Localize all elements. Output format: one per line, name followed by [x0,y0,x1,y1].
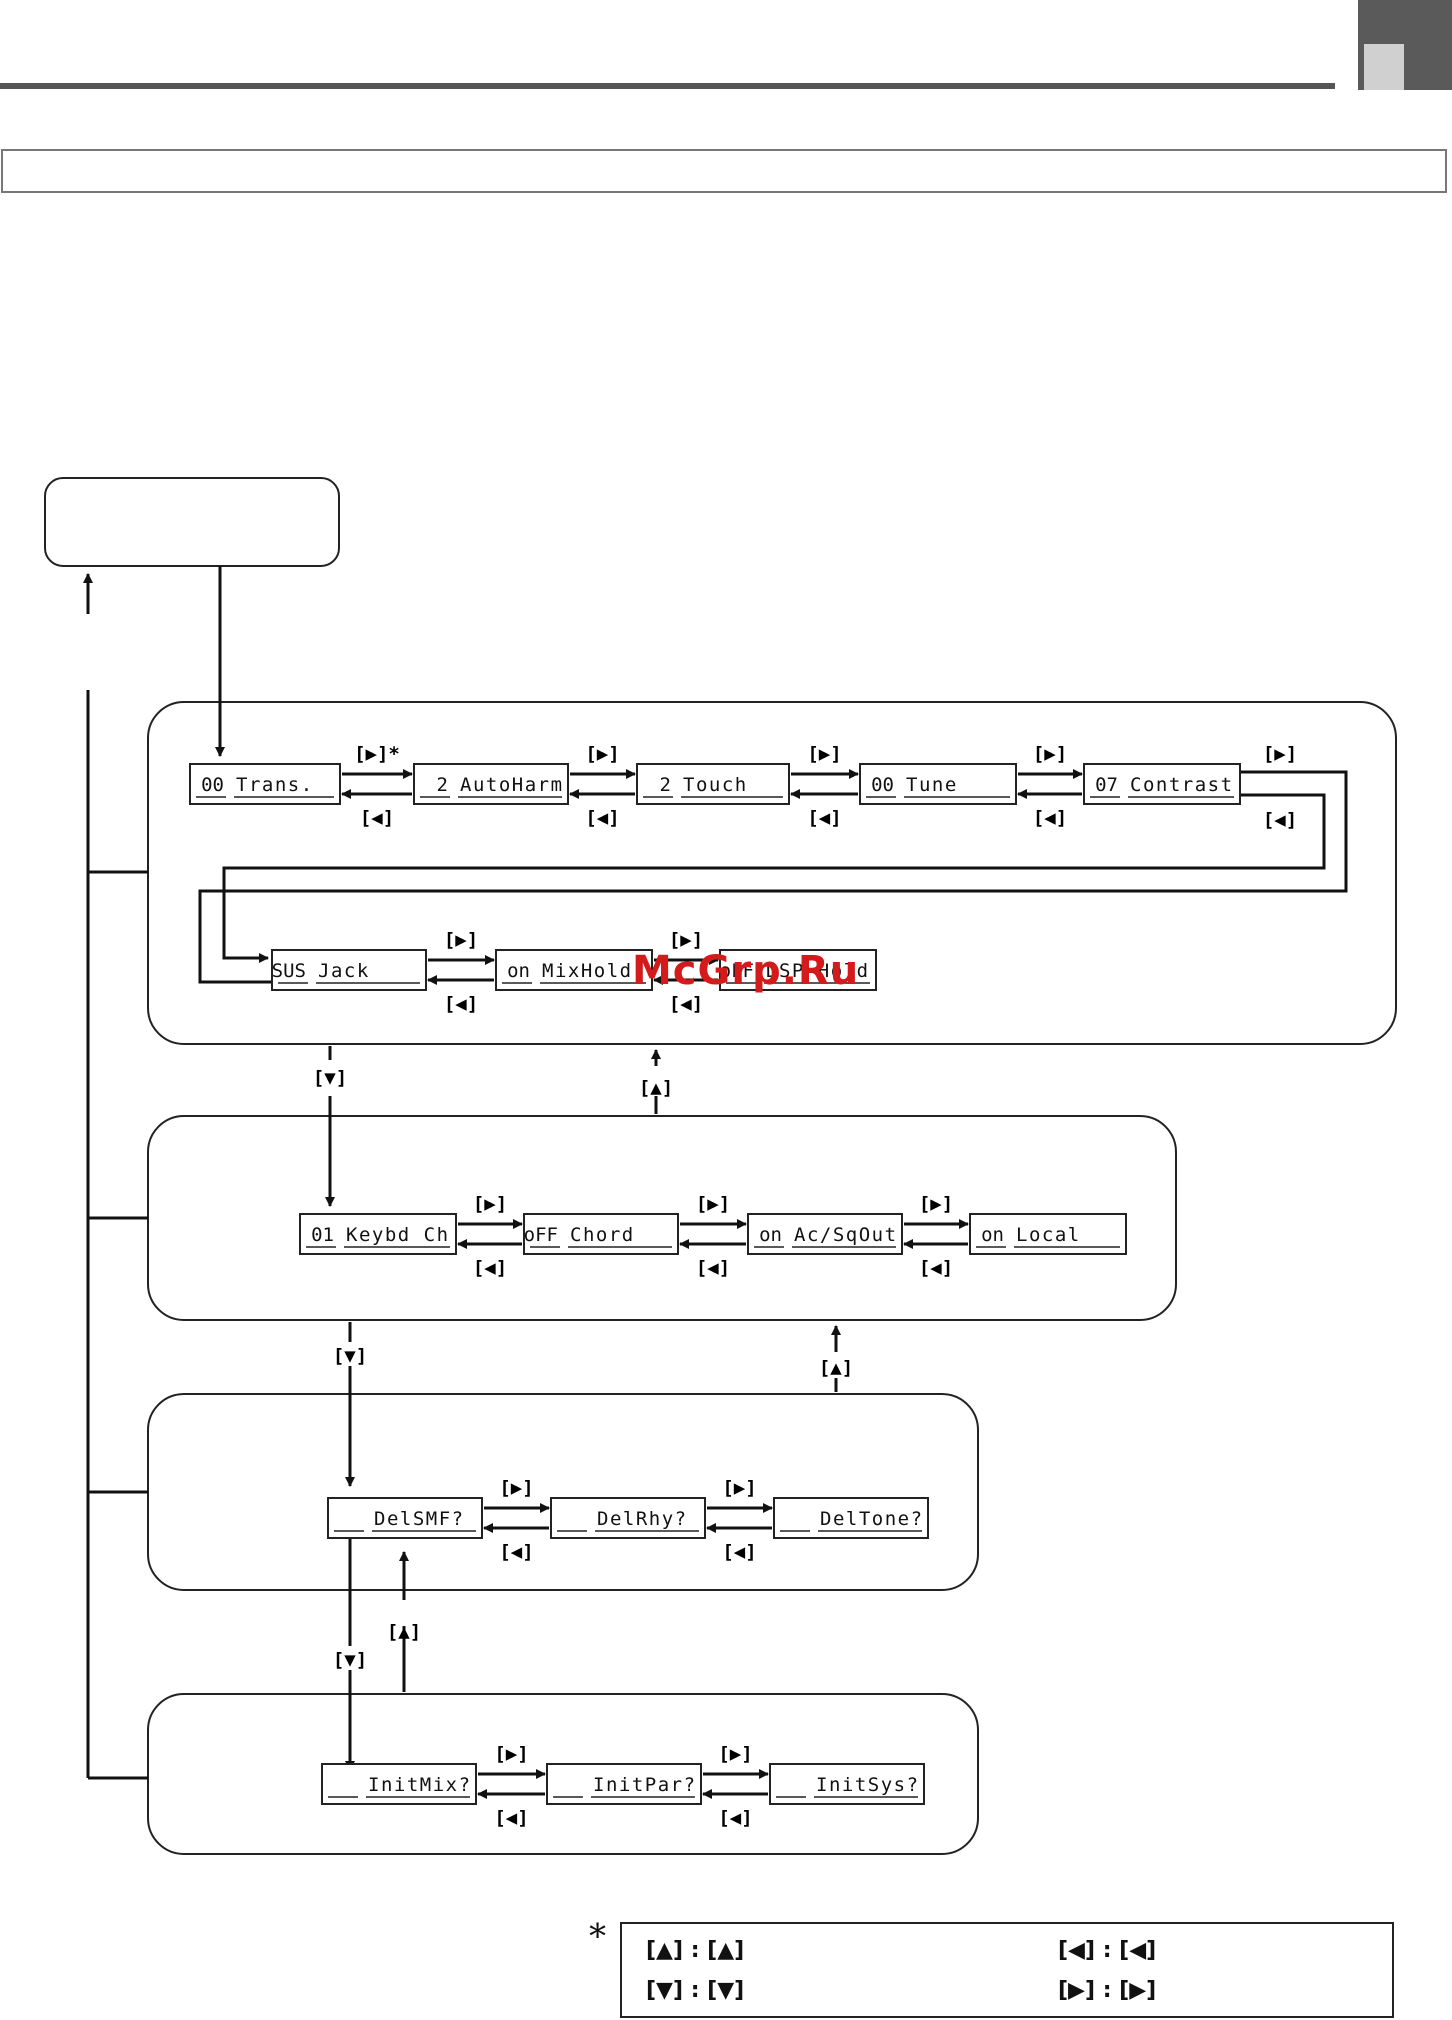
down-label-1: [▼] [313,1067,347,1089]
group-1-screen-7-value: on [507,960,530,982]
transition-12-back-label: [◀] [494,1807,528,1829]
transition-7-back-label: [◀] [473,1257,507,1279]
up-label-1: [▲] [639,1077,673,1099]
group-3-screen-1-label: DelSMF? [374,1508,465,1530]
transition-6-back-label: [◀] [669,993,703,1015]
transition-3-fwd-label: [▶] [807,743,841,765]
group-3-screen-2-label: DelRhy? [597,1508,688,1530]
down-label-2: [▼] [333,1345,367,1367]
wrap-path [198,770,1348,984]
group-2-screen-4-value: on [981,1224,1004,1246]
group-1-screen-2-label: AutoHarm [460,774,564,796]
group-2-screen-3-value: on [759,1224,782,1246]
group-1-screen-3-value: 2 [660,774,671,796]
transition-5-fwd-label: [▶] [444,929,478,951]
transition-7-fwd-label: [▶] [473,1193,507,1215]
group-1-screen-6-value: SUS [272,960,306,982]
group-1-screen-8-label: DSP Hold [766,960,870,982]
group-2-screen-2-value: oFF [524,1224,558,1246]
legend-left: [◀] : [◀] [1058,1938,1157,1963]
flow-diagram: 00 Trans. 2 AutoHarm 2 Touch 00 Tune 07 ContrastS… [44,477,1397,1855]
group-1-screen-8-value: oFF [720,960,754,982]
group-4-screen-3-label: InitSys? [816,1774,920,1796]
transition-8-back-label: [◀] [696,1257,730,1279]
group-1-screen-7-label: MixHold [542,960,633,982]
wrap-fwd-label: [▶] [1263,743,1297,765]
transition-3-back-label: [◀] [807,807,841,829]
transition-10-fwd-label: [▶] [499,1477,533,1499]
watermark: McGrp.Ru [632,948,860,994]
transition-2-back-label: [◀] [585,807,619,829]
return-bus [83,566,225,1780]
group-2-screen-1-label: Keybd Ch [346,1224,450,1246]
transition-13-back-label: [◀] [718,1807,752,1829]
group-1-screen-4-label: Tune [906,774,958,796]
transition-8-fwd-label: [▶] [696,1193,730,1215]
footnote-mark: ∗ [586,1910,610,1950]
transition-11-back-label: [◀] [722,1541,756,1563]
down-label-3: [▼] [333,1649,367,1671]
group-3-screen-3-label: DelTone? [820,1508,924,1530]
group-1-screen-1-label: Trans. [236,774,314,796]
transition-11-fwd-label: [▶] [722,1477,756,1499]
up-label-2: [▲] [819,1357,853,1379]
group-4-screen-2-label: InitPar? [593,1774,697,1796]
key-legend: [▲] : [▲] [▼] : [▼] [◀] : [◀] [▶] : [▶] [620,1922,1394,2018]
transition-4-fwd-label: [▶] [1033,743,1067,765]
group-1-screen-1-value: 00 [201,774,224,796]
transition-5-back-label: [◀] [444,993,478,1015]
legend-up: [▲] : [▲] [646,1938,745,1963]
transition-2-fwd-label: [▶] [585,743,619,765]
header-rule [0,83,1335,89]
transition-4-back-label: [◀] [1033,807,1067,829]
group-1-screen-6-label: Jack [318,960,370,982]
up-label-3: [▲] [387,1621,421,1643]
group-2-screen-1-value: 01 [311,1224,334,1246]
transition-1-back-label: [◀] [360,807,394,829]
legend-right: [▶] : [▶] [1058,1978,1157,2003]
group-2-screen-2-label: Chord [570,1224,635,1246]
section-title-bar [1,149,1447,193]
transition-13-fwd-label: [▶] [718,1743,752,1765]
legend-down: [▼] : [▼] [646,1978,745,2003]
group-3-panel [147,1393,979,1591]
transition-1-fwd-label: [▶]* [354,743,400,765]
group-2-screen-3-label: Ac/SqOut [794,1224,898,1246]
wrap-back-label: [◀] [1263,809,1297,831]
group-1-screen-2-value: 2 [437,774,448,796]
start-box [44,477,340,567]
group-1-screen-5-value: 07 [1095,774,1118,796]
corner-tab-inner [1364,44,1404,90]
group-4-screen-1-label: InitMix? [368,1774,472,1796]
group-2-screen-4-label: Local [1016,1224,1081,1246]
transition-12-fwd-label: [▶] [494,1743,528,1765]
transition-9-back-label: [◀] [919,1257,953,1279]
group-1-screen-3-label: Touch [683,774,748,796]
transition-9-fwd-label: [▶] [919,1193,953,1215]
transition-6-fwd-label: [▶] [669,929,703,951]
group-1-screen-5-label: Contrast [1130,774,1234,796]
transition-10-back-label: [◀] [499,1541,533,1563]
group-1-screen-4-value: 00 [871,774,894,796]
